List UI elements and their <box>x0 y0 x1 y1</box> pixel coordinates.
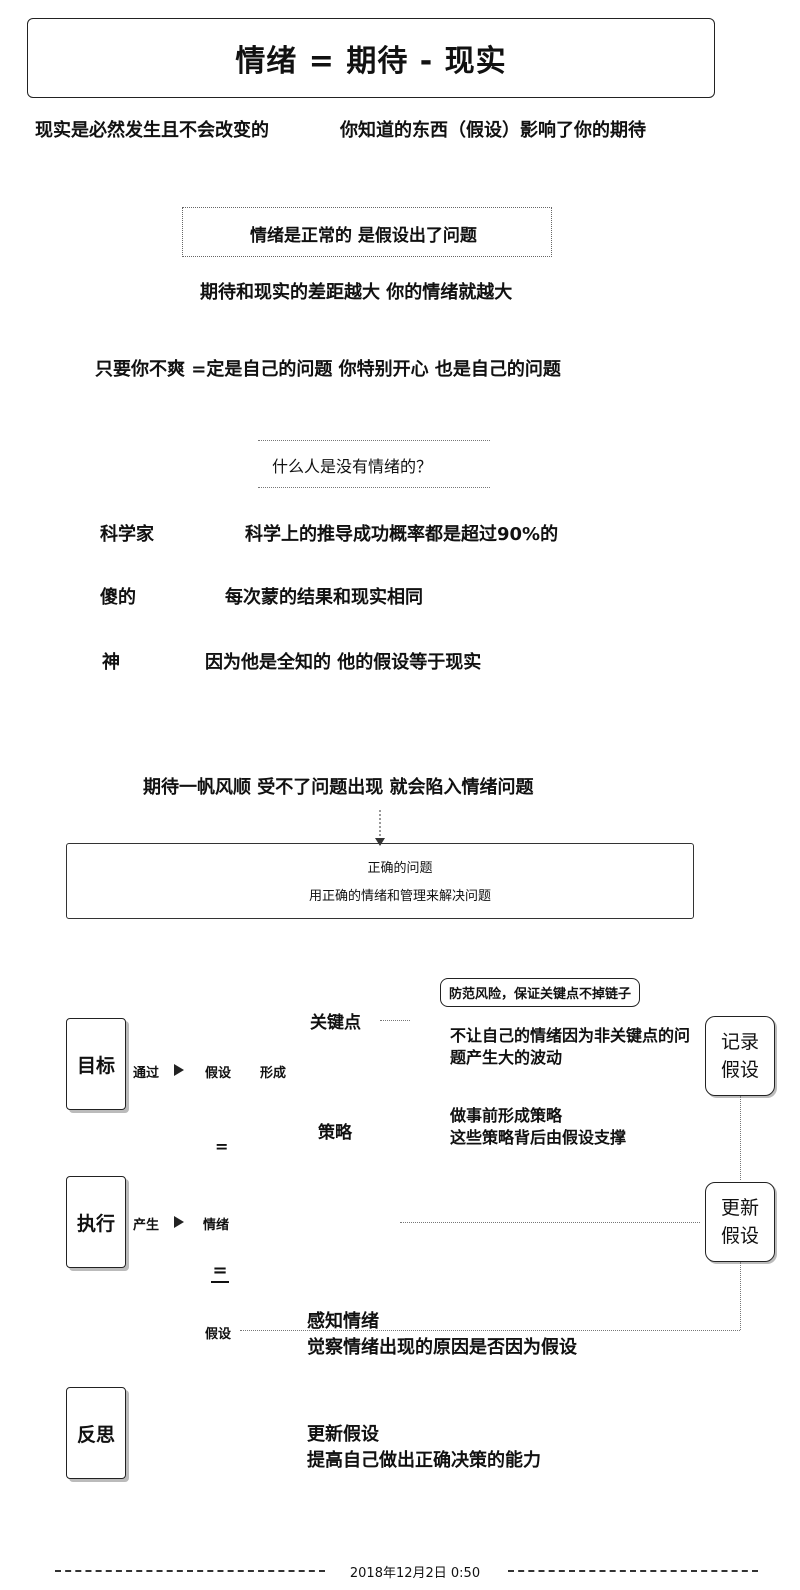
execute-box: 执行 <box>66 1176 126 1268</box>
key-point-connector <box>380 1020 410 1021</box>
question-box <box>258 440 490 488</box>
produce-label: 产生 <box>133 1218 160 1233</box>
assume-label: 假设 <box>205 1066 232 1081</box>
reason-god: 因为他是全知的 他的假设等于现实 <box>205 652 482 673</box>
check-connector <box>240 1330 740 1331</box>
person-god: 神 <box>102 652 120 673</box>
perceive-desc: 觉察情绪出现的原因是否因为假设 <box>307 1337 577 1358</box>
down-arrow-icon <box>375 810 385 846</box>
person-scientist: 科学家 <box>100 524 154 545</box>
perceive-label: 感知情绪 <box>307 1311 379 1332</box>
play-icon-2 <box>174 1216 184 1228</box>
goal-box: 目标 <box>66 1018 126 1110</box>
person-fool: 傻的 <box>100 587 136 608</box>
equals-sign-1: = <box>215 1137 229 1156</box>
smooth-line: 期待一帆风顺 受不了问题出现 就会陷入情绪问题 <box>143 777 534 798</box>
intro-left: 现实是必然发生且不会改变的 <box>35 120 269 141</box>
question-text: 什么人是没有情绪的？ <box>272 457 433 476</box>
solve-line2: 用正确的情绪和管理来解决问题 <box>308 889 491 904</box>
solve-line1: 正确的问题 <box>367 861 433 876</box>
reflect-box: 反思 <box>66 1387 126 1479</box>
footer-rule-right <box>508 1570 758 1572</box>
update-connector <box>740 1262 741 1330</box>
main-title: 情绪 = 期待 - 现实 <box>27 18 715 98</box>
risk-note: 防范风险，保证关键点不掉链子 <box>440 978 641 1007</box>
reason-scientist: 科学上的推导成功概率都是超过90%的 <box>245 524 559 545</box>
key-point-desc: 不让自己的情绪因为非关键点的问题产生大的波动 <box>450 1026 691 1067</box>
update-assumption-box: 更新 假设 <box>705 1182 775 1262</box>
normal-box-text: 情绪是正常的 是假设出了问题 <box>250 226 477 246</box>
footer-rule-left <box>55 1570 325 1572</box>
solve-box <box>66 843 694 919</box>
emotion-connector <box>400 1222 700 1223</box>
play-icon <box>174 1064 184 1076</box>
emotion-label: 情绪 <box>203 1218 230 1233</box>
gap-line: 期待和现实的差距越大 你的情绪就越大 <box>200 282 513 303</box>
record-assumption-box: 记录 假设 <box>705 1016 775 1096</box>
equals-sign-2: = <box>211 1260 229 1283</box>
key-point-label: 关键点 <box>310 1013 361 1033</box>
update-label: 更新假设 <box>307 1424 379 1445</box>
update-desc: 提高自己做出正确决策的能力 <box>307 1450 541 1471</box>
normal-box <box>182 207 552 257</box>
problem-line: 只要你不爽 =定是自己的问题 你特别开心 也是自己的问题 <box>95 359 561 380</box>
through-label: 通过 <box>133 1066 160 1081</box>
reason-fool: 每次蒙的结果和现实相同 <box>225 587 423 608</box>
form-label: 形成 <box>260 1066 287 1081</box>
record-connector <box>740 1096 741 1180</box>
intro-right: 你知道的东西（假设）影响了你的期待 <box>340 120 646 141</box>
check-label: 假设 <box>205 1327 232 1342</box>
strategy-label: 策略 <box>318 1123 352 1143</box>
footer-timestamp: 2018年12月2日 0:50 <box>349 1566 481 1581</box>
strategy-desc: 做事前形成策略 这些策略背后由假设支撑 <box>450 1106 627 1147</box>
